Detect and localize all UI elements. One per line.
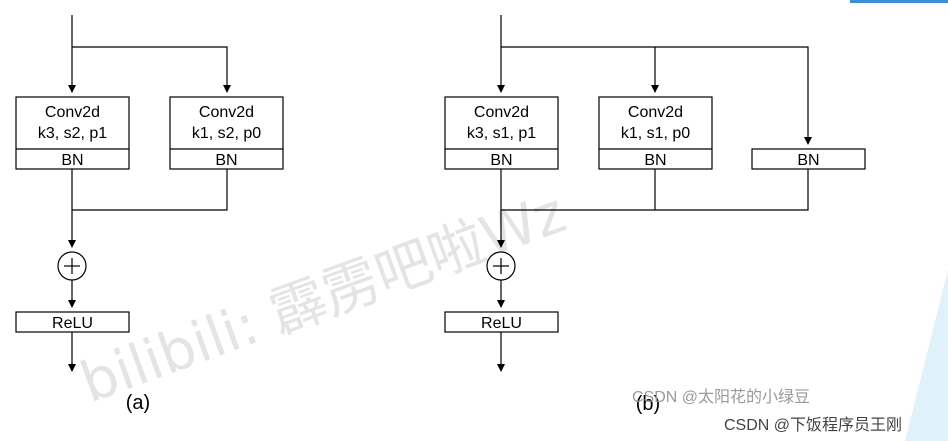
a-conv-block-1 [15,96,130,170]
b-conv-1-title: Conv2d [474,104,529,121]
b-identity-wire [501,46,812,145]
a-conv-1-params: k3, s2, p1 [38,125,107,142]
b-conv-block-2 [598,96,713,170]
csdn-faint-watermark: CSDN @太阳花的小绿豆 [632,388,810,406]
b-conv-2-bn: BN [644,152,666,169]
a-caption: (a) [126,392,150,414]
a-conv-2-title: Conv2d [199,104,254,121]
a-conv-block-2 [169,96,284,170]
a-conv-2-params: k1, s2, p0 [192,125,261,142]
a-merge-wire [72,169,228,211]
a-conv-1-title: Conv2d [45,104,100,121]
corner-glow [905,270,948,441]
b-conv-1-bn: BN [490,152,512,169]
a-conv-2-bn: BN [215,152,237,169]
b-merge-wire [501,169,809,211]
bilibili-watermark: bilibili: 霹雳吧啦Wz [72,181,573,416]
b-bn-label: BN [797,152,819,169]
b-caption: (b) [636,393,660,415]
a-relu-label: ReLU [52,315,93,332]
csdn-watermark: CSDN @下饭程序员王刚 [724,416,902,434]
b-conv-block-1 [444,96,559,170]
diagram-b: Conv2d k3, s1, p1 BN Conv2d k1, s1, p0 B… [444,15,866,415]
corner-accent-bar [850,0,948,3]
b-conv-2-params: k1, s1, p0 [621,125,690,142]
a-branch-wire [72,46,231,93]
a-conv-1-bn: BN [61,152,83,169]
b-relu-label: ReLU [481,315,522,332]
b-conv-1-params: k3, s1, p1 [467,125,536,142]
diagram-a: Conv2d k3, s2, p1 BN Conv2d k1, s2, p0 B… [15,15,284,414]
b-conv-2-title: Conv2d [628,104,683,121]
